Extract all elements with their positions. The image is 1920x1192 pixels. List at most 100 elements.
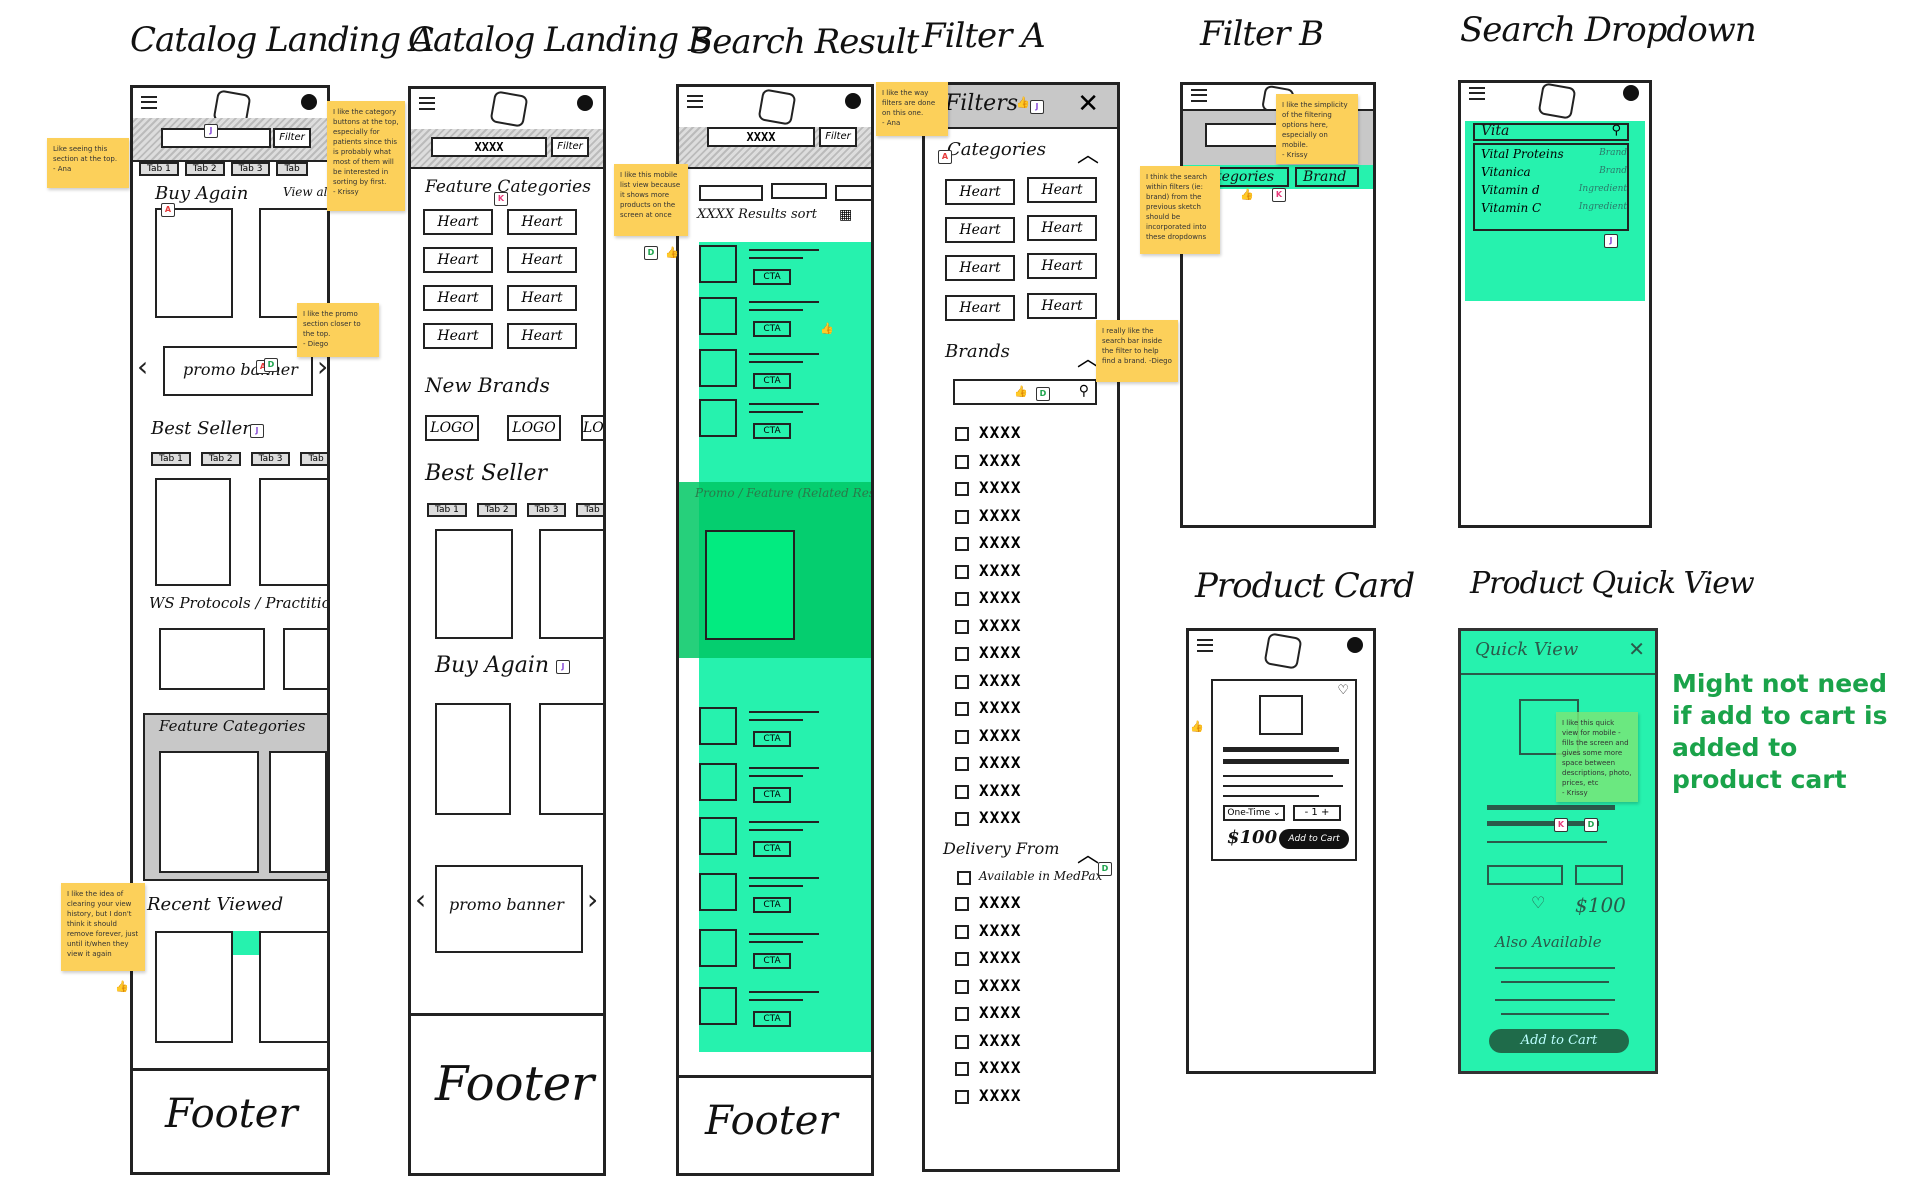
checkbox[interactable] [955,509,969,524]
menu-icon[interactable] [1191,89,1207,102]
close-icon[interactable]: ✕ [1628,637,1645,661]
brand-logo[interactable]: LOGO [581,415,603,441]
category-button[interactable]: Heart [507,285,577,311]
add-to-cart-button[interactable]: Add to Cart [1489,1029,1629,1053]
list-item[interactable]: CTA [699,817,869,861]
category-button[interactable]: Heart [507,247,577,273]
add-to-cart-button[interactable]: Add to Cart [1279,829,1349,849]
checkbox[interactable] [955,979,969,994]
quantity-stepper[interactable] [1575,865,1623,885]
filter-chip[interactable] [771,183,827,199]
checkbox[interactable] [955,729,969,744]
list-item[interactable]: CTA [699,873,869,917]
checkbox[interactable] [955,757,969,771]
category-button[interactable]: Heart [945,295,1015,321]
tab-1[interactable]: Tab 1 [427,503,467,517]
checkbox[interactable] [955,952,969,966]
category-button[interactable]: Heart [1027,253,1097,279]
checkbox[interactable] [955,1034,969,1049]
category-button[interactable]: Heart [1027,215,1097,241]
chevron-up-icon[interactable]: ︿ [1076,843,1099,868]
promo-banner[interactable]: promo banner [163,346,313,396]
cta-button[interactable]: CTA [753,953,791,969]
checkbox[interactable] [955,1089,969,1104]
cta-button[interactable]: CTA [753,423,791,439]
category-button[interactable]: Heart [423,247,493,273]
tab-1[interactable]: Tab 1 [151,452,191,466]
chevron-left-icon[interactable]: ‹ [415,883,427,916]
cta-button[interactable]: CTA [753,321,791,337]
account-icon[interactable] [1347,637,1363,653]
chevron-right-icon[interactable]: › [317,350,329,383]
checkbox[interactable] [955,592,969,606]
checkbox[interactable] [955,897,969,911]
checkbox[interactable] [955,784,969,799]
promo-banner[interactable]: promo banner [435,865,583,953]
heart-icon[interactable]: ♡ [1531,893,1546,912]
grid-view-icon[interactable]: ▦ [839,207,853,223]
product-card[interactable]: ♡ One-Time ⌄ - 1 + $100 Add to Cart [1211,679,1357,861]
cta-button[interactable]: CTA [753,787,791,803]
filter-chip[interactable] [835,185,871,201]
menu-icon[interactable] [687,95,703,108]
filter-chip[interactable] [699,185,763,201]
list-item[interactable]: CTA [699,349,869,393]
brand-logo[interactable]: LOGO [425,415,479,441]
chevron-up-icon[interactable]: ︿ [1076,143,1099,168]
category-button[interactable]: Heart [945,255,1015,281]
promo-image[interactable] [705,530,795,640]
menu-icon[interactable] [1469,87,1485,100]
category-button[interactable]: Heart [507,323,577,349]
tab-2[interactable]: Tab 2 [200,452,241,466]
cta-button[interactable]: CTA [753,373,791,389]
category-tile[interactable] [159,751,259,873]
checkbox[interactable] [955,482,969,496]
recent-tile[interactable] [259,931,327,1043]
cta-button[interactable]: CTA [753,269,791,285]
checkbox[interactable] [955,427,969,441]
product-tile[interactable] [155,208,233,318]
checkbox[interactable] [955,1007,969,1021]
checkbox[interactable] [955,537,969,551]
account-icon[interactable] [577,95,593,111]
tab-1[interactable]: Tab 1 [139,162,179,176]
tab-3[interactable]: Tab 3 [250,452,291,466]
recent-tile[interactable] [155,931,233,1043]
search-input[interactable]: Vita ⚲ [1473,123,1629,141]
product-tile[interactable] [435,703,511,815]
product-tile[interactable] [435,529,513,639]
tab-3[interactable]: Tab 3 [526,503,567,517]
category-button[interactable]: Heart [1027,293,1097,319]
checkbox[interactable] [955,674,969,689]
sort-button[interactable]: sort [791,207,817,222]
cta-button[interactable]: CTA [753,841,791,857]
checkbox[interactable] [955,454,969,469]
list-item[interactable]: CTA [699,399,869,443]
chevron-up-icon[interactable]: ︿ [1076,347,1099,372]
checkbox[interactable] [955,702,969,716]
cta-button[interactable]: CTA [753,1011,791,1027]
category-button[interactable]: Heart [507,209,577,235]
chevron-right-icon[interactable]: › [587,883,599,916]
brand-dropdown[interactable]: Brand [1295,167,1359,187]
list-item[interactable]: CTA [699,987,869,1031]
product-tile[interactable] [155,478,231,586]
list-item[interactable]: CTA [699,245,869,289]
quantity-stepper[interactable]: - 1 + [1293,805,1341,821]
category-button[interactable]: Heart [423,285,493,311]
checkbox[interactable] [955,924,969,939]
purchase-option-select[interactable]: One-Time ⌄ [1223,805,1285,821]
heart-icon[interactable]: ♡ [1337,683,1349,698]
category-button[interactable]: Heart [423,209,493,235]
tab-2[interactable]: Tab 2 [476,503,517,517]
checkbox[interactable] [955,619,969,634]
account-icon[interactable] [1623,85,1639,101]
category-button[interactable]: Heart [945,217,1015,243]
brand-logo[interactable]: LOGO [507,415,561,441]
filter-button[interactable]: Filter [273,128,311,148]
close-icon[interactable]: ✕ [1077,89,1099,119]
